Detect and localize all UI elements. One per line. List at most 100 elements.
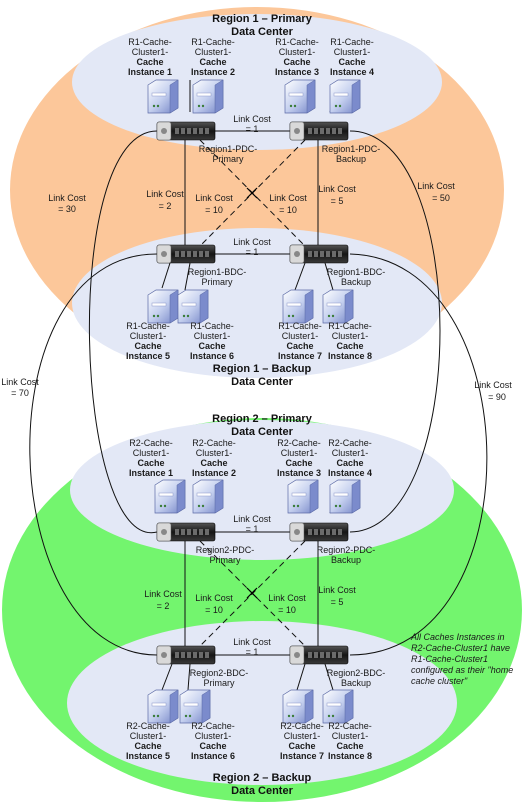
cache-instance-label-line: R1-Cache-: [191, 37, 235, 47]
cache-instance-label-line: Cluster1-: [332, 331, 369, 341]
cache-instance-label-line: Cache: [288, 741, 315, 751]
cache-instance-label-line: Cache: [336, 341, 363, 351]
region2-bdc-backup-label-2: Backup: [341, 678, 371, 688]
cache-instance-label-line: Cluster1-: [334, 47, 371, 57]
cache-instance-label-line: Instance 3: [275, 67, 319, 77]
cache-instance-label-line: R1-Cache-: [275, 37, 319, 47]
region2-backup-title: Region 2 – Backup: [213, 772, 312, 784]
region1-bdc-backup-label-2: Backup: [341, 277, 371, 287]
home-cluster-note: All Caches Instances in: [410, 632, 505, 642]
r2-server-1: [154, 479, 186, 514]
cache-instance-label-line: Instance 8: [328, 751, 372, 761]
r1-cost-cross-a-2: = 10: [205, 205, 223, 215]
r1-cost-bdc-pair: Link Cost: [233, 237, 271, 247]
region1-bdc-primary-switch: [156, 244, 216, 264]
r2-cost-cross-a-2: = 10: [205, 605, 223, 615]
r2-server-2: [192, 479, 224, 514]
cache-instance-label-line: R2-Cache-: [192, 438, 236, 448]
cache-instance-label-line: R2-Cache-: [328, 438, 372, 448]
cache-instance-label-line: Instance 2: [191, 67, 235, 77]
region1-backup-dc: [72, 228, 442, 378]
cache-instance-label-line: Cache: [199, 741, 226, 751]
cache-instance-label-line: Instance 2: [192, 468, 236, 478]
region1-pdc-primary-switch: [156, 121, 216, 141]
cache-instance-label-line: Cache: [336, 741, 363, 751]
region1-backup-title: Region 1 – Backup: [213, 363, 312, 375]
cache-instance-label-line: Instance 6: [190, 351, 234, 361]
r1-cost-cross-b: Link Cost: [269, 193, 307, 203]
inter-link-70: [29, 253, 158, 656]
cache-instance-label-line: Cluster1-: [132, 47, 169, 57]
cache-instance-label-line: Cache: [283, 57, 310, 67]
cache-instance-label-line: Cluster1-: [130, 731, 167, 741]
region2-pdc-backup-label: Region2-PDC-: [317, 545, 376, 555]
cache-instance-label-line: Cluster1-: [133, 448, 170, 458]
inter-cost-30: Link Cost: [48, 193, 86, 203]
r1-cost-right: Link Cost: [318, 184, 356, 194]
r1-cost-cross-a: Link Cost: [195, 193, 233, 203]
cache-instance-label-line: Cache: [136, 57, 163, 67]
cache-instance-label-line: Instance 3: [277, 468, 321, 478]
region1-primary-dc: [72, 14, 442, 150]
r2-cost-right-2: = 5: [331, 597, 344, 607]
cache-instance-label-line: Cluster1-: [196, 448, 233, 458]
r1-server-3: [284, 79, 316, 114]
cache-instance-label-line: Cluster1-: [195, 731, 232, 741]
cache-instance-label-line: R1-Cache-: [328, 321, 372, 331]
region2-pdc-backup-switch: [289, 522, 349, 542]
home-cluster-note-4: configured as their "home: [411, 665, 513, 675]
r1-cost-pdc-pair: Link Cost: [233, 114, 271, 124]
r2-server-6: [179, 689, 211, 724]
cache-instance-label-line: Instance 4: [330, 67, 374, 77]
region2-pdc-backup-label-2: Backup: [331, 555, 361, 565]
cache-instance-label-line: Instance 1: [128, 67, 172, 77]
cache-instance-label-line: Cluster1-: [284, 731, 321, 741]
cache-instance-label-line: Cache: [198, 341, 225, 351]
region2-bdc-backup-switch: [289, 645, 349, 665]
inter-link-50: [349, 130, 441, 533]
r2-server-5: [147, 689, 179, 724]
region1-pdc-primary-label-2: Primary: [213, 154, 244, 164]
cache-instance-label-line: R1-Cache-: [190, 321, 234, 331]
r1-server-6: [177, 289, 209, 324]
region2-primary-title: Region 2 – Primary: [212, 413, 313, 425]
inter-cost-50: Link Cost: [417, 181, 455, 191]
cache-instance-label-line: R2-Cache-: [280, 721, 324, 731]
r2-server-8: [322, 689, 354, 724]
cache-instance-label-line: Instance 5: [126, 351, 170, 361]
r2-cost-bdc-pair: Link Cost: [233, 637, 271, 647]
cache-instance-label-line: Cluster1-: [332, 731, 369, 741]
cache-instance-label-line: Cluster1-: [279, 47, 316, 57]
cache-instance-label-line: Cluster1-: [281, 448, 318, 458]
r2-cost-cross-b: Link Cost: [268, 593, 306, 603]
cache-instance-label-line: Cache: [336, 458, 363, 468]
r1-cost-bdc-pair-2: = 1: [246, 247, 259, 257]
region1-pdc-backup-switch: [289, 121, 349, 141]
region2-bdc-primary-switch: [156, 645, 216, 665]
region1-bdc-backup-label: Region1-BDC-: [327, 267, 386, 277]
cache-instance-label-line: Cache: [200, 458, 227, 468]
cache-instance-label-line: R1-Cache-: [330, 37, 374, 47]
cache-instance-label-line: Instance 1: [129, 468, 173, 478]
r1-cost-left: Link Cost: [146, 189, 184, 199]
region1-pdc-backup-label-2: Backup: [336, 154, 366, 164]
r2-cost-left-2: = 2: [157, 601, 170, 611]
cache-instance-label-line: R1-Cache-: [278, 321, 322, 331]
r2-cost-cross-b-2: = 10: [278, 605, 296, 615]
cache-instance-label-line: R2-Cache-: [126, 721, 170, 731]
cache-instance-label-line: Cache: [338, 57, 365, 67]
cache-instance-label-line: Instance 7: [278, 351, 322, 361]
cache-instance-label-line: R1-Cache-: [128, 37, 172, 47]
cache-instance-label-line: R2-Cache-: [328, 721, 372, 731]
region2-primary-dc: [70, 420, 454, 560]
cache-instance-label-line: Cluster1-: [130, 331, 167, 341]
